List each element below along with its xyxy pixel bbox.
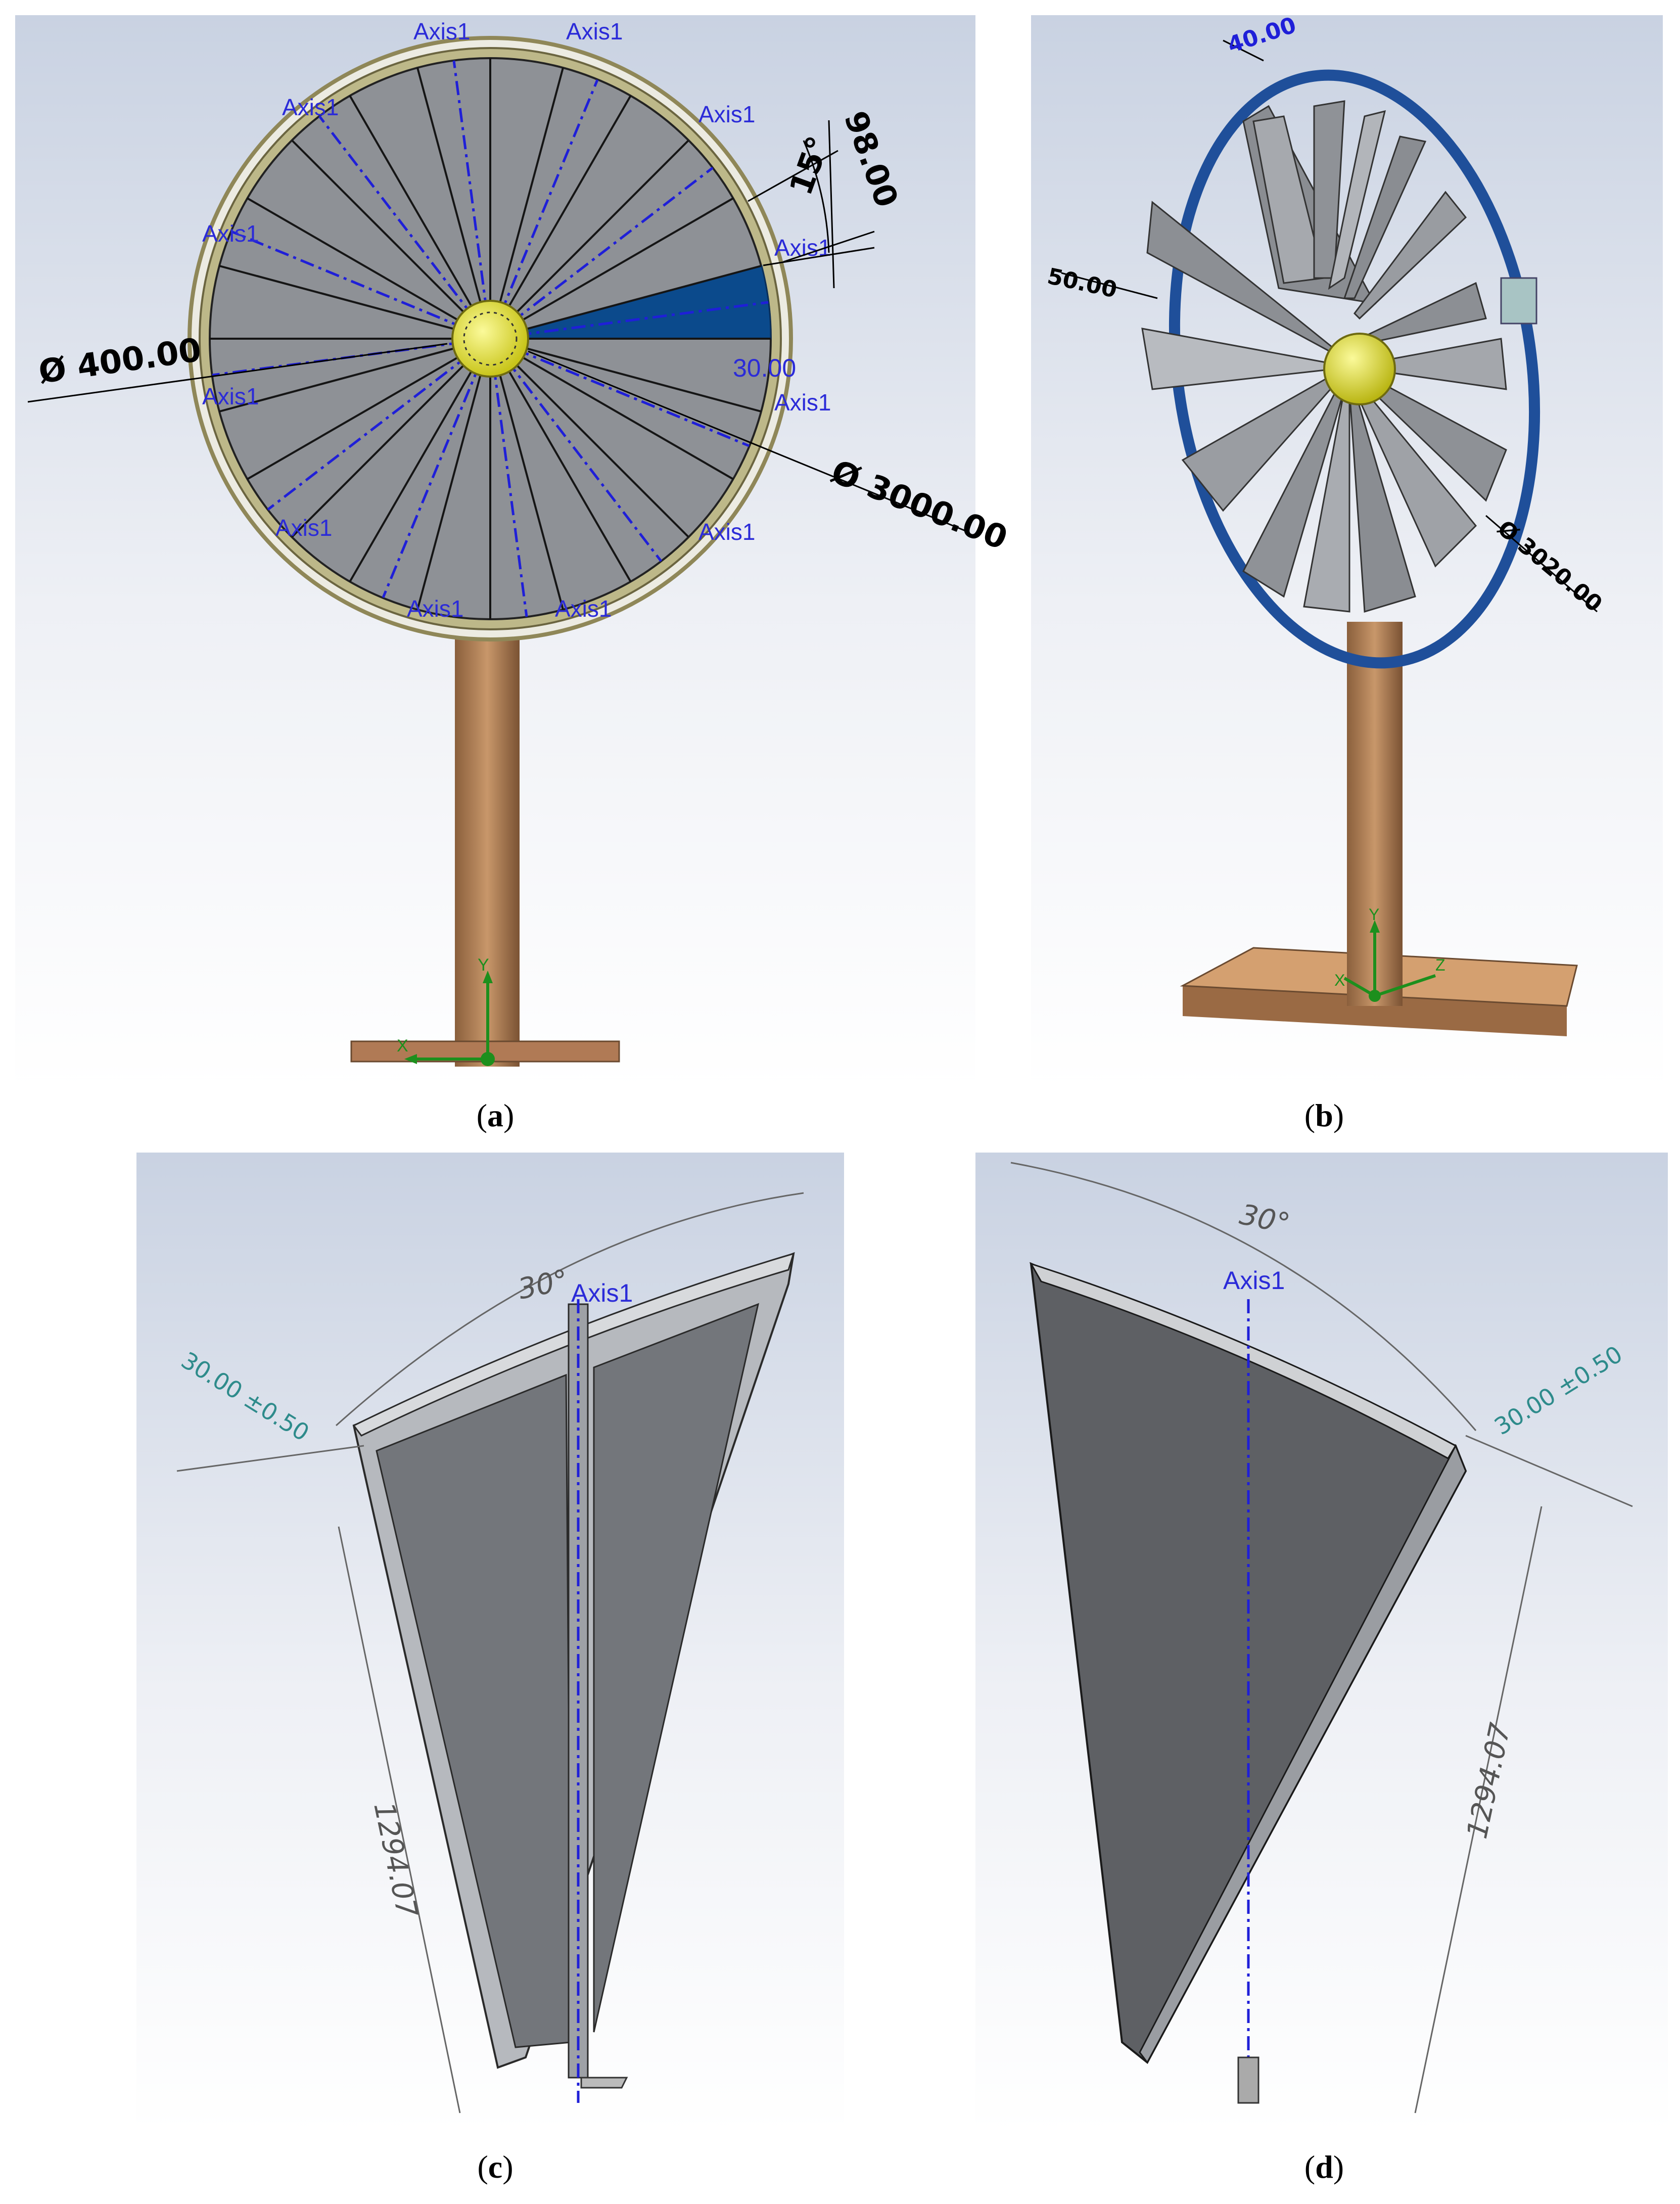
caption-d: (d) <box>1304 2149 1344 2185</box>
panel-d-blade-back: 30° 1294.07 30.00 ±0.50 Axis1 <box>975 1153 1668 2133</box>
dimension-lines <box>1061 39 1598 613</box>
blades <box>1141 100 1507 613</box>
diameter-symbol: Ø <box>36 350 69 391</box>
sector-width-dim: 30.00 <box>733 354 796 382</box>
blade-top-edge <box>352 1252 795 1437</box>
blade-pin <box>1237 2056 1259 2104</box>
axis-label: Axis1 <box>698 101 755 127</box>
panel-a-front-view: Axis1 Axis1 Axis1 Axis1 Axis1 Axis1 Axis… <box>15 15 1012 1089</box>
blade-window-right <box>593 1303 760 2033</box>
triad-y: Y <box>478 955 489 975</box>
triad-x: X <box>397 1036 408 1055</box>
axis-label: Axis1 <box>555 595 612 622</box>
panel-d-drawing: 30° 1294.07 30.00 ±0.50 Axis1 <box>975 1153 1668 2133</box>
caption-a: (a) <box>476 1097 515 1133</box>
axis-label: Axis1 <box>413 18 470 44</box>
axis-label: Axis1 <box>202 383 259 409</box>
panel-b-isometric-view: 40.00 50.00 Ø 3020.00 Y X Z <box>1031 12 1663 1089</box>
hub-bolt-circle <box>463 311 518 366</box>
axis-label: Axis1 <box>407 595 463 622</box>
blade-edges <box>210 58 771 619</box>
blade-side-edge <box>1139 1444 1467 2064</box>
blade-axes <box>212 60 769 617</box>
axis-label: Axis1 <box>1223 1266 1285 1295</box>
panel-c-drawing: 30° 1294.07 30.00 ±0.50 Axis1 <box>136 1153 844 2133</box>
dimension-lines <box>27 120 966 532</box>
triad-y: Y <box>1369 905 1379 924</box>
hub <box>1323 333 1396 405</box>
panel-c-blade-front: 30° 1294.07 30.00 ±0.50 Axis1 <box>136 1153 844 2133</box>
panel-b-drawing: 40.00 50.00 Ø 3020.00 Y X Z <box>1031 12 1663 1089</box>
axis-labels: Axis1 Axis1 Axis1 Axis1 Axis1 Axis1 Axis… <box>202 18 831 622</box>
coordinate-triad: Y X <box>397 955 495 1066</box>
dimension-lines <box>1010 1162 1633 2114</box>
axis-label: Axis1 <box>275 515 332 541</box>
caption-b: (b) <box>1304 1097 1344 1133</box>
axis-label: Axis1 <box>698 519 755 545</box>
side-bracket <box>1500 277 1537 325</box>
base-side <box>1183 986 1567 1036</box>
triad-x: X <box>1334 971 1345 989</box>
blade-pin <box>580 2077 628 2089</box>
coordinate-triad: Y X Z <box>1334 905 1445 1002</box>
axis-label: Axis1 <box>566 18 623 44</box>
axis-label: Axis1 <box>571 1279 633 1307</box>
axis-label: Axis1 <box>282 94 339 120</box>
dimension-lines <box>176 1192 804 2114</box>
panel-a-drawing: Axis1 Axis1 Axis1 Axis1 Axis1 Axis1 Axis… <box>15 15 1012 1089</box>
axis-label: Axis1 <box>774 389 831 416</box>
axis-label: Axis1 <box>202 220 259 247</box>
triad-z: Z <box>1435 956 1445 974</box>
rim <box>1169 69 1541 669</box>
caption-c: (c) <box>477 2149 514 2185</box>
axis-label: Axis1 <box>774 235 831 261</box>
